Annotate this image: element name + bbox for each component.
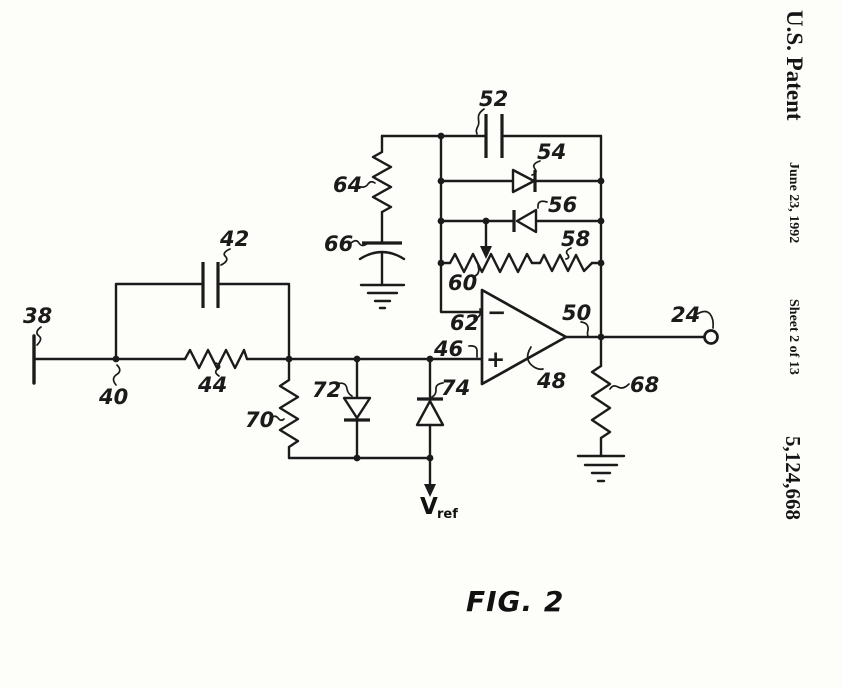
output-line: 50 xyxy=(562,301,706,339)
vref-label: V xyxy=(420,494,438,520)
resistor-zigzag xyxy=(371,134,393,245)
patent-number: 5,124,668 xyxy=(781,436,805,520)
capacitor-52: 52 xyxy=(380,87,603,158)
opamp-48: − + 48 46 62 xyxy=(433,288,568,393)
leader-42 xyxy=(220,248,231,266)
ref-60: 60 xyxy=(448,271,477,295)
patent-title: U.S. Patent xyxy=(782,10,807,121)
inverting-sign: − xyxy=(487,300,506,326)
noninverting-sign: + xyxy=(486,347,505,373)
patent-header: U.S. Patent June 23, 1992 Sheet 2 of 13 … xyxy=(781,10,807,520)
resistor-zigzag xyxy=(183,348,249,370)
leader-40 xyxy=(112,364,121,386)
ref-40: 40 xyxy=(98,385,128,409)
leader-38 xyxy=(36,326,42,346)
wire xyxy=(439,134,484,314)
leader-70 xyxy=(269,415,285,422)
ref-38: 38 xyxy=(23,304,52,328)
wire xyxy=(114,282,203,361)
resistor-58: 58 xyxy=(538,227,603,273)
feedback-right-rail xyxy=(597,134,605,341)
ref-64: 64 xyxy=(333,173,362,197)
ref-54: 54 xyxy=(537,140,566,164)
leader-64 xyxy=(356,180,376,188)
ref-24: 24 xyxy=(671,303,700,327)
diode-54: 54 xyxy=(437,140,603,194)
leader-74 xyxy=(431,382,444,398)
wire xyxy=(218,282,291,361)
opamp-triangle xyxy=(480,288,568,386)
output-terminal-24: 24 xyxy=(671,303,719,345)
leader-72 xyxy=(335,382,353,397)
ground-68 xyxy=(576,454,626,483)
resistor-70: 70 xyxy=(245,357,300,460)
ref-62: 62 xyxy=(450,311,479,335)
ref-72: 72 xyxy=(312,378,341,402)
ref-68: 68 xyxy=(630,373,659,397)
leader-50 xyxy=(580,321,589,337)
input-terminal-38: 38 xyxy=(23,304,484,385)
resistor-zigzag xyxy=(590,335,612,458)
leader-56 xyxy=(537,200,548,209)
leader-46 xyxy=(468,345,478,358)
resistor-44: 44 xyxy=(183,348,249,397)
vref-rail: V ref xyxy=(287,454,458,522)
ground-66 xyxy=(359,283,406,310)
vref-arrowhead xyxy=(424,484,436,497)
resistor-zigzag xyxy=(448,252,534,274)
ref-70: 70 xyxy=(245,408,274,432)
ref-48: 48 xyxy=(536,369,566,393)
ref-74: 74 xyxy=(441,376,470,400)
ref-42: 42 xyxy=(219,227,249,251)
vref-subscript: ref xyxy=(437,507,458,522)
diode-triangle xyxy=(415,399,445,427)
diode-74: 74 xyxy=(415,355,470,460)
wiper-arrowhead xyxy=(480,246,492,259)
resistor-zigzag xyxy=(538,253,594,273)
ref-58: 58 xyxy=(561,227,590,251)
ref-44: 44 xyxy=(197,373,227,397)
ref-56: 56 xyxy=(548,193,577,217)
diode-72: 72 xyxy=(312,355,372,460)
circuit-diagram: 38 40 42 44 70 xyxy=(23,87,719,618)
patent-date: June 23, 1992 xyxy=(786,162,801,243)
patent-sheet-number: Sheet 2 of 13 xyxy=(786,299,801,375)
leader-62 xyxy=(473,308,482,320)
node-40: 40 xyxy=(98,355,128,409)
ref-46: 46 xyxy=(433,337,463,361)
leader-66 xyxy=(349,239,369,247)
resistor-64: 64 xyxy=(333,134,393,245)
leader-68 xyxy=(609,383,630,390)
leader-60 xyxy=(472,265,480,278)
leader-48 xyxy=(526,346,544,371)
diode-triangle xyxy=(511,168,536,194)
capacitor-42: 42 xyxy=(114,227,293,363)
capacitor-66: 66 xyxy=(324,232,406,287)
potentiometer-60: 60 xyxy=(437,217,542,295)
leader-24 xyxy=(696,310,715,329)
terminal-circle xyxy=(703,329,719,345)
figure-caption: FIG. 2 xyxy=(466,585,564,618)
diode-56: 56 xyxy=(437,193,603,234)
diode-triangle xyxy=(515,208,538,234)
leader-44 xyxy=(214,362,221,377)
ref-50: 50 xyxy=(562,301,591,325)
ref-52: 52 xyxy=(479,87,508,111)
leader-54 xyxy=(531,160,541,176)
resistor-68: 68 xyxy=(590,335,659,458)
leader-52 xyxy=(475,108,485,135)
junction-dot xyxy=(353,454,361,462)
ref-66: 66 xyxy=(324,232,353,256)
resistor-zigzag xyxy=(278,357,300,460)
diode-triangle xyxy=(342,396,372,420)
leader-58 xyxy=(565,247,572,260)
